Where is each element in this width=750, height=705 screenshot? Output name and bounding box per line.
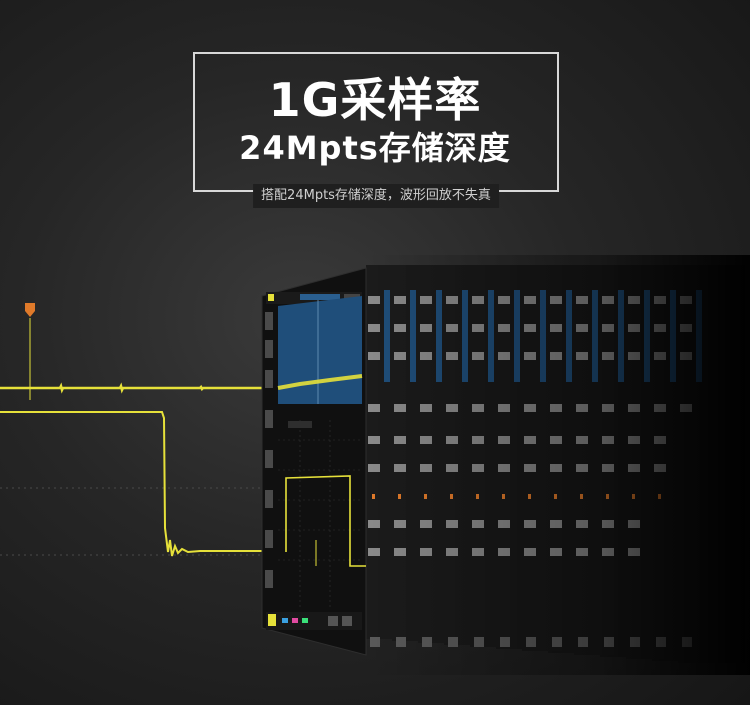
screen-stack [261,255,750,675]
trace-upper [0,382,285,394]
front-screen-left-menu [265,312,273,588]
screen-stack-fade [366,255,750,675]
headline-sample-rate: 1G采样率 [268,73,482,127]
subtitle-bar: 搭配24Mpts存储深度，波形回放不失真 [193,184,559,208]
headline-memory-depth: 24Mpts存储深度 [239,129,511,167]
front-screen-grid [278,420,362,610]
background-grid [0,487,270,556]
trace-pulse [0,411,290,557]
trigger-marker-icon [25,303,35,400]
front-screen [261,267,367,656]
subtitle-text: 搭配24Mpts存储深度，波形回放不失真 [253,184,499,208]
